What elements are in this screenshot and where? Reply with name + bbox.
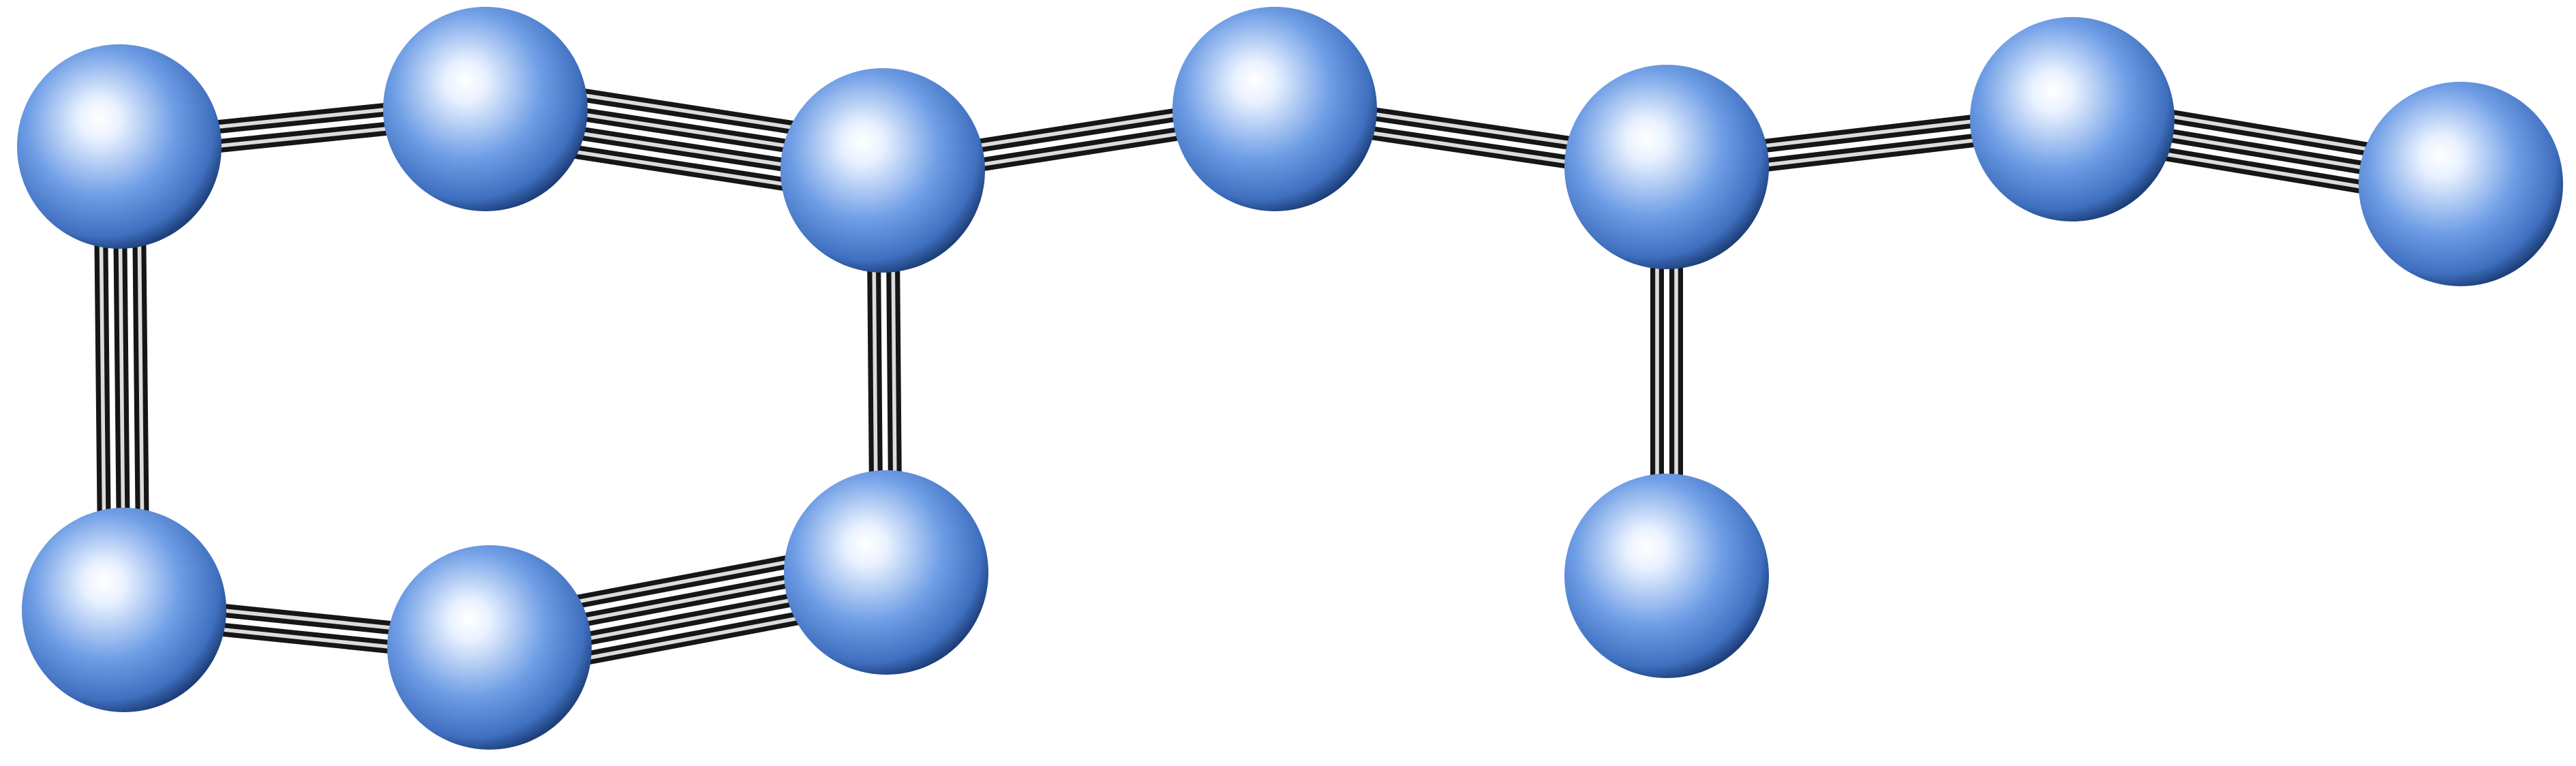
- atom-a4: [22, 508, 226, 712]
- atom-a8: [1564, 65, 1769, 269]
- atoms-layer: [17, 7, 2563, 750]
- atom-a11: [2359, 82, 2563, 286]
- atom-a1: [17, 44, 222, 249]
- atom-a7: [1172, 7, 1377, 211]
- atom-a6: [784, 470, 988, 675]
- atom-a5: [387, 545, 592, 750]
- atom-a3: [781, 68, 985, 273]
- atom-a12: [1564, 474, 1769, 678]
- atom-a9: [1970, 17, 2175, 221]
- atom-a2: [383, 7, 588, 211]
